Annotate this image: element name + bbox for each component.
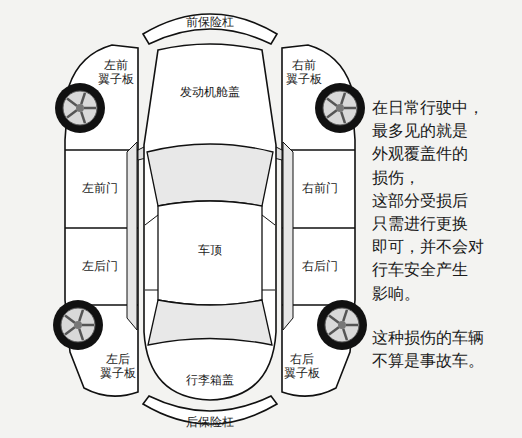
part-name: 右后门 [302, 259, 338, 273]
spoke [344, 107, 356, 110]
part-name: 右前门 [302, 181, 338, 195]
note-text: 这种损伤的车辆 不算是事故车。 [372, 326, 512, 372]
part-name: 左前 翼子板 [94, 58, 138, 87]
spoke [81, 93, 85, 104]
part-name: 发动机舱盖 [180, 85, 240, 99]
part-name: 右前 翼子板 [282, 58, 326, 87]
part-name: 行李箱盖 [186, 373, 234, 387]
note-text: 在日常行驶中， 最多见的就是 外观覆盖件的 损伤， 这部分受损后 只需进行更换 … [372, 96, 512, 305]
part-name: 左后 翼子板 [96, 352, 140, 381]
spoke [79, 329, 83, 340]
right-side [274, 45, 367, 396]
spoke [341, 93, 345, 104]
part-name: 车顶 [198, 243, 222, 257]
spoke [67, 110, 77, 117]
spoke [82, 324, 94, 327]
spoke [346, 324, 358, 327]
part-name: 左后门 [82, 259, 118, 273]
spoke [329, 316, 339, 323]
spoke [327, 99, 337, 106]
spoke [84, 107, 96, 110]
spoke [329, 327, 339, 334]
part-name: 右后 翼子板 [280, 352, 324, 381]
spoke [79, 310, 83, 321]
spoke [81, 112, 85, 123]
part-name: 后保险杠 [186, 415, 234, 429]
spoke [343, 329, 347, 340]
top-view [143, 14, 277, 424]
spoke [65, 316, 75, 323]
left-side [53, 45, 146, 396]
spoke [327, 110, 337, 117]
spoke [67, 99, 77, 106]
spoke [343, 310, 347, 321]
spoke [341, 112, 345, 123]
part-name: 左前门 [82, 181, 118, 195]
part-name: 前保险杠 [186, 15, 234, 29]
spoke [65, 327, 75, 334]
